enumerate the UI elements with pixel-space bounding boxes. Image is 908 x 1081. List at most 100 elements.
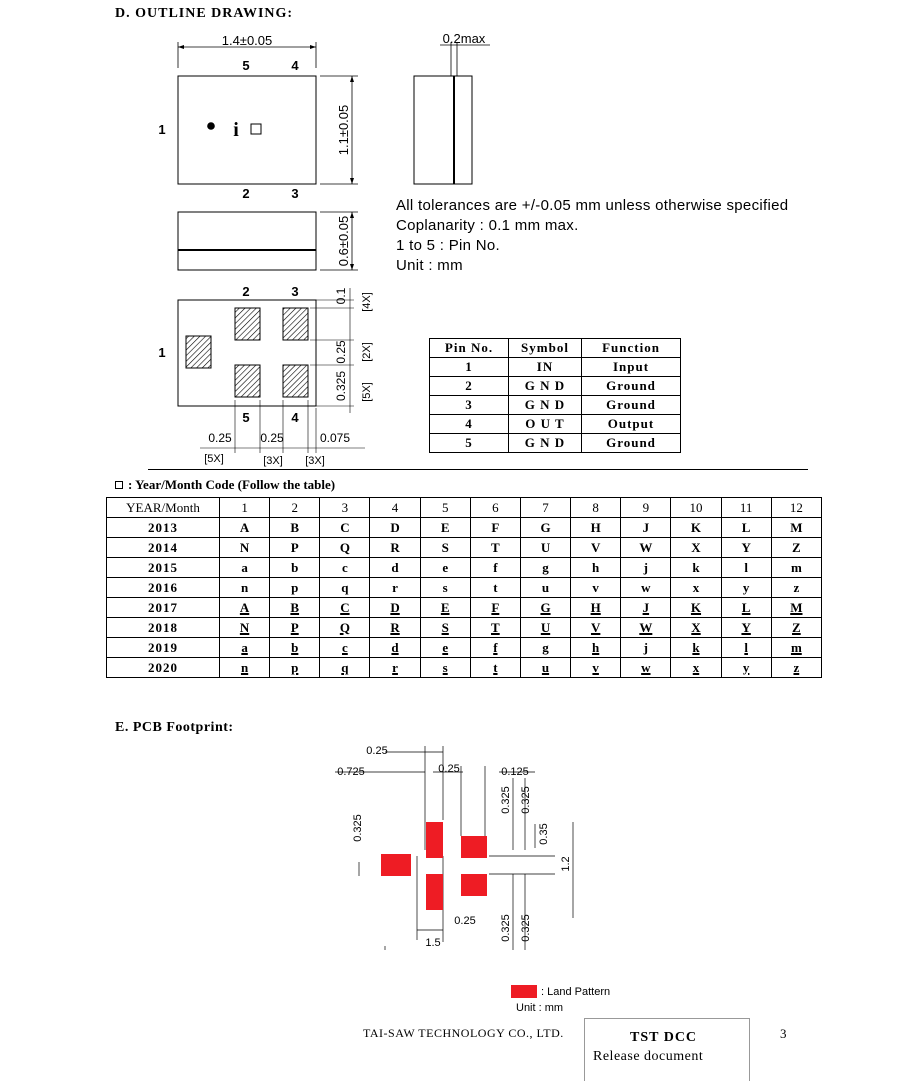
pin-label-4: 4 <box>291 58 299 73</box>
month-code: e <box>442 639 449 655</box>
month-code: N <box>239 539 250 555</box>
month-code-cell: X <box>670 537 722 558</box>
month-code-cell: q <box>319 657 371 678</box>
month-code: C <box>340 519 350 535</box>
pcb-dim-top-025: 0.25 <box>366 745 387 757</box>
table-row: 5 G N D Ground <box>429 433 681 453</box>
pcb-footprint-drawing: 0.25 0.725 0.25 0.125 0.325 0.325 0.325 … <box>335 745 574 950</box>
month-code-cell: l <box>720 637 772 658</box>
footer-doc-box <box>584 1018 750 1081</box>
month-code: y <box>742 659 750 675</box>
month-code: P <box>290 619 299 635</box>
note-coplanarity: Coplanarity : 0.1 mm max. <box>396 217 579 234</box>
month-code: B <box>290 519 300 535</box>
month-code: g <box>542 559 549 575</box>
pcb-dim-right-0125: 0.125 <box>501 766 529 778</box>
month-code: F <box>491 599 500 615</box>
month-code-cell: A <box>218 517 271 538</box>
pin1-dot-icon <box>207 122 215 130</box>
table-row: 1 IN Input <box>429 357 681 377</box>
year-month-title-text: : Year/Month Code (Follow the table) <box>128 477 336 492</box>
land-pad-4 <box>461 874 487 896</box>
pin-no-cell: 3 <box>429 395 509 415</box>
month-code-cell: S <box>419 617 471 638</box>
month-code-cell: q <box>319 577 371 598</box>
month-code: n <box>240 579 249 595</box>
month-code: K <box>690 519 702 535</box>
year-cell: 2017 <box>106 597 220 618</box>
month-code-cell: f <box>469 637 521 658</box>
pcb-dim-v3: 0.35 <box>538 823 550 844</box>
month-code-cell: T <box>469 537 521 558</box>
month-code: n <box>240 659 249 675</box>
bottom-pin-label-3: 3 <box>291 284 298 299</box>
month-code: P <box>290 539 299 555</box>
month-code-cell: s <box>419 577 471 598</box>
month-code-cell: a <box>218 637 271 658</box>
note-tolerance: All tolerances are +/-0.05 mm unless oth… <box>396 197 789 214</box>
month-code-cell: b <box>269 637 321 658</box>
month-header-cell: 5 <box>419 497 471 518</box>
year-cell: 2016 <box>106 577 220 598</box>
month-code: Y <box>741 619 751 635</box>
table-row: 4 O U T Output <box>429 414 681 434</box>
month-code-cell: M <box>770 517 823 538</box>
pad-dim-01: 0.1 <box>334 287 348 304</box>
month-code-cell: P <box>269 537 321 558</box>
month-code-cell: f <box>469 557 521 578</box>
month-code-cell: d <box>369 557 421 578</box>
month-code: Z <box>792 539 801 555</box>
land-pattern-label: : Land Pattern <box>541 985 611 998</box>
month-code-cell: W <box>620 617 672 638</box>
bottom-pin-label-4: 4 <box>291 410 299 425</box>
month-header-cell: 1 <box>218 497 271 518</box>
month-code-cell: L <box>720 517 772 538</box>
bottom-dim-b-mult: [3X] <box>263 455 283 467</box>
pad-1 <box>185 335 212 369</box>
month-code-cell: H <box>570 517 622 538</box>
month-code: h <box>592 639 600 655</box>
month-code-cell: S <box>419 537 471 558</box>
function-cell: Output <box>581 414 681 434</box>
month-code: S <box>441 619 449 635</box>
month-code: d <box>391 639 399 655</box>
month-code: k <box>692 639 700 655</box>
pcb-dim-bv2: 0.325 <box>520 914 532 942</box>
month-code-cell: b <box>269 557 321 578</box>
month-code: L <box>741 519 751 535</box>
marking-square-icon <box>250 123 262 135</box>
month-code: t <box>493 659 498 675</box>
month-code: a <box>241 559 248 575</box>
year-cell: 2019 <box>106 637 220 658</box>
month-header-cell: 8 <box>570 497 622 518</box>
month-code-cell: B <box>269 597 321 618</box>
month-code: Y <box>741 539 751 555</box>
month-code: w <box>641 659 651 675</box>
month-code-cell: j <box>620 557 672 578</box>
month-code: R <box>390 619 400 635</box>
year-cell: 2020 <box>106 657 220 678</box>
month-code-cell: r <box>369 577 421 598</box>
pad-dim-0325: 0.325 <box>334 371 348 401</box>
month-code: X <box>691 539 701 555</box>
month-code: f <box>493 639 498 655</box>
pcb-dim-v1: 0.325 <box>500 786 512 814</box>
function-cell: Ground <box>581 395 681 415</box>
note-pin-number: 1 to 5 : Pin No. <box>396 237 501 254</box>
divider <box>148 469 808 470</box>
function-cell: Ground <box>581 433 681 453</box>
width-dimension: 1.4±0.05 <box>222 33 273 48</box>
pcb-dim-bv1: 0.325 <box>500 914 512 942</box>
bottom-pin-label-2: 2 <box>242 284 249 299</box>
month-code: E <box>440 599 450 615</box>
month-code-cell: j <box>620 637 672 658</box>
month-code: M <box>790 599 803 615</box>
land-pattern-legend: : Land Pattern <box>511 985 610 998</box>
year-month-title: : Year/Month Code (Follow the table) <box>115 477 335 493</box>
bottom-pin-label-5: 5 <box>242 410 249 425</box>
month-code-cell: M <box>770 597 823 618</box>
year-cell: 2014 <box>106 537 220 558</box>
height-dimension: 1.1±0.05 <box>336 105 351 156</box>
